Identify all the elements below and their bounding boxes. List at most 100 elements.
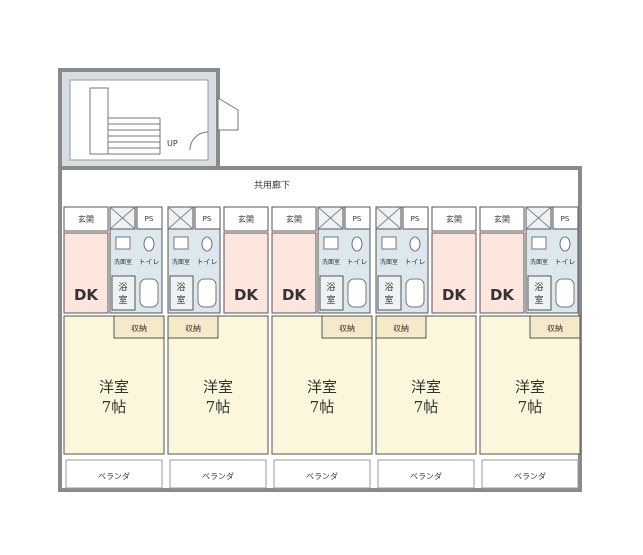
veranda xyxy=(481,459,579,489)
washroom-label: 洗面室 xyxy=(114,258,132,266)
storage-label: 収納 xyxy=(185,323,201,333)
ps-shaft xyxy=(136,206,163,230)
room-size: 7帖 xyxy=(414,398,439,416)
bath-label-top: 浴 xyxy=(534,282,543,293)
genkan xyxy=(271,206,317,232)
bath-label-top: 浴 xyxy=(384,282,393,293)
bathroom xyxy=(111,275,136,311)
stair-door-swing xyxy=(189,131,209,151)
ps-shaft xyxy=(194,206,221,230)
washroom-label: 洗面室 xyxy=(322,258,340,266)
dk-label: DK xyxy=(442,286,467,304)
veranda-label: ベランダ xyxy=(306,471,338,481)
common-corridor: 共用廊下 xyxy=(62,170,578,205)
sink xyxy=(323,236,339,250)
washroom-label: 洗面室 xyxy=(172,258,190,266)
veranda-label: ベランダ xyxy=(410,471,442,481)
veranda-label: ベランダ xyxy=(98,471,130,481)
toilet-fixture xyxy=(351,236,363,252)
sink xyxy=(381,236,397,250)
toilet-label: トイレ xyxy=(555,258,576,266)
room-size: 7帖 xyxy=(310,398,335,416)
dk-label: DK xyxy=(282,286,307,304)
toilet-fixture xyxy=(559,236,571,252)
bathtub xyxy=(555,278,575,308)
bathtub xyxy=(139,278,159,308)
western-room xyxy=(375,315,477,455)
corridor-label: 共用廊下 xyxy=(254,179,290,191)
toilet-label: トイレ xyxy=(139,258,160,266)
bath-label-top: 浴 xyxy=(326,282,335,293)
genkan-label: 玄関 xyxy=(78,214,94,224)
ps-shaft xyxy=(344,206,371,230)
veranda xyxy=(65,459,163,489)
room-name: 洋室 xyxy=(307,378,337,396)
dk-label: DK xyxy=(234,286,259,304)
dk-area xyxy=(479,232,525,314)
bath-label-bottom: 室 xyxy=(326,294,335,306)
dk-label: DK xyxy=(74,286,99,304)
genkan-label: 玄関 xyxy=(238,214,254,224)
storage xyxy=(321,315,373,339)
genkan xyxy=(63,206,109,232)
toilet-label: トイレ xyxy=(197,258,218,266)
room-name: 洋室 xyxy=(411,378,441,396)
genkan xyxy=(223,206,269,232)
toilet-label: トイレ xyxy=(405,258,426,266)
unit-4: 洋室7帖ベランダDK玄関PS洗面室トイレ浴室収納 xyxy=(375,206,477,489)
western-room xyxy=(271,315,373,455)
stair-tower: UP xyxy=(58,68,239,172)
genkan-label: 玄関 xyxy=(286,214,302,224)
veranda xyxy=(377,459,475,489)
ps-label: PS xyxy=(203,215,212,223)
storage-label: 収納 xyxy=(339,323,355,333)
western-room xyxy=(167,315,269,455)
toilet-fixture xyxy=(143,236,155,252)
washroom-label: 洗面室 xyxy=(530,258,548,266)
bathroom xyxy=(169,275,194,311)
bathroom xyxy=(377,275,402,311)
storage xyxy=(529,315,581,339)
unit-3: 洋室 7帖ベランダ DK 玄関 PS 洗面室トイレ浴室収納 xyxy=(271,206,373,489)
veranda-label: ベランダ xyxy=(514,471,546,481)
bathtub xyxy=(347,278,367,308)
sink xyxy=(531,236,547,250)
bathroom xyxy=(527,275,552,311)
genkan xyxy=(479,206,525,232)
ps-shaft xyxy=(402,206,429,230)
sink xyxy=(115,236,131,250)
bath-label-bottom: 室 xyxy=(384,294,393,306)
genkan-label: 玄関 xyxy=(494,214,510,224)
veranda-label: ベランダ xyxy=(202,471,234,481)
toilet-label: トイレ xyxy=(347,258,368,266)
bath-label-top: 浴 xyxy=(176,282,185,293)
dk-label: DK xyxy=(490,286,515,304)
veranda xyxy=(169,459,267,489)
stair-up-label: UP xyxy=(167,139,178,148)
ps-label: PS xyxy=(561,215,570,223)
storage-label: 収納 xyxy=(393,323,409,333)
ps-label: PS xyxy=(353,215,362,223)
genkan-label: 玄関 xyxy=(446,214,462,224)
western-room xyxy=(63,315,165,455)
room-size: 7帖 xyxy=(518,398,543,416)
veranda xyxy=(273,459,371,489)
ps-shaft xyxy=(552,206,579,230)
storage xyxy=(375,315,427,339)
dk-area xyxy=(223,232,269,314)
bathtub xyxy=(405,278,425,308)
sink xyxy=(173,236,189,250)
ps-label: PS xyxy=(145,215,154,223)
room-name: 洋室 xyxy=(99,378,129,396)
dk-area xyxy=(431,232,477,314)
storage xyxy=(167,315,219,339)
storage-label: 収納 xyxy=(131,323,147,333)
storage xyxy=(113,315,165,339)
bath-label-top: 浴 xyxy=(118,282,127,293)
ps-label: PS xyxy=(411,215,420,223)
toilet-fixture xyxy=(201,236,213,252)
room-size: 7帖 xyxy=(102,398,127,416)
